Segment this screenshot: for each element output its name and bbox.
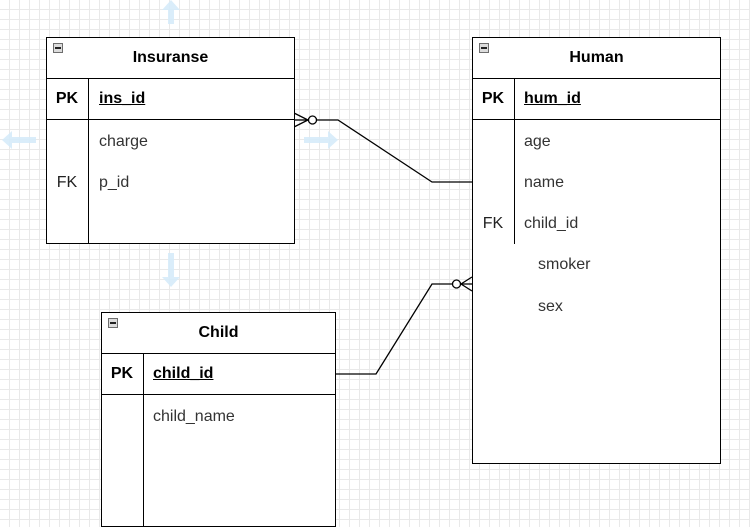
entity-title: Human — [569, 49, 624, 66]
primary-key-row[interactable]: PK hum_id — [473, 79, 720, 120]
pk-label: PK — [55, 90, 79, 107]
arrow-down-icon[interactable] — [162, 253, 180, 287]
attribute-field[interactable]: age — [524, 133, 551, 150]
pk-label: PK — [110, 365, 134, 382]
arrow-up-icon[interactable] — [162, 0, 180, 24]
collapse-icon[interactable] — [479, 43, 489, 53]
entity-human[interactable]: Human PK hum_id age name FK child_id smo… — [472, 37, 721, 464]
collapse-icon[interactable] — [108, 318, 118, 328]
attribute-field[interactable]: p_id — [99, 174, 130, 191]
attribute-field[interactable]: sex — [538, 298, 563, 315]
attribute-field[interactable]: child_name — [153, 408, 235, 425]
entity-title: Child — [198, 324, 239, 341]
pk-field: child_id — [153, 365, 214, 382]
entity-child[interactable]: Child PK child_id child_name — [101, 312, 336, 527]
attribute-field[interactable]: charge — [99, 133, 148, 150]
arrow-left-icon[interactable] — [2, 131, 36, 149]
entity-insurance[interactable]: Insuranse PK ins_id charge FK p_id — [46, 37, 295, 244]
primary-key-row[interactable]: PK child_id — [102, 354, 335, 395]
key-column-divider — [143, 353, 144, 526]
pk-field: ins_id — [99, 90, 146, 107]
attribute-field[interactable]: child_id — [524, 215, 579, 232]
entity-header[interactable]: Human — [473, 38, 720, 79]
entity-title: Insuranse — [132, 49, 209, 66]
relationship-child-human[interactable] — [335, 276, 473, 375]
pk-field: hum_id — [524, 90, 581, 107]
attribute-field[interactable]: name — [524, 174, 565, 191]
key-column-divider — [88, 78, 89, 243]
attribute-field[interactable]: smoker — [538, 256, 591, 273]
collapse-icon[interactable] — [53, 43, 63, 53]
key-column-divider — [514, 78, 515, 244]
arrow-right-icon[interactable] — [304, 131, 338, 149]
relationship-insurance-human[interactable] — [293, 112, 472, 183]
fk-label: FK — [482, 215, 504, 232]
fk-label: FK — [56, 174, 78, 191]
primary-key-row[interactable]: PK ins_id — [47, 79, 294, 120]
entity-header[interactable]: Child — [102, 313, 335, 354]
pk-label: PK — [481, 90, 505, 107]
entity-header[interactable]: Insuranse — [47, 38, 294, 79]
